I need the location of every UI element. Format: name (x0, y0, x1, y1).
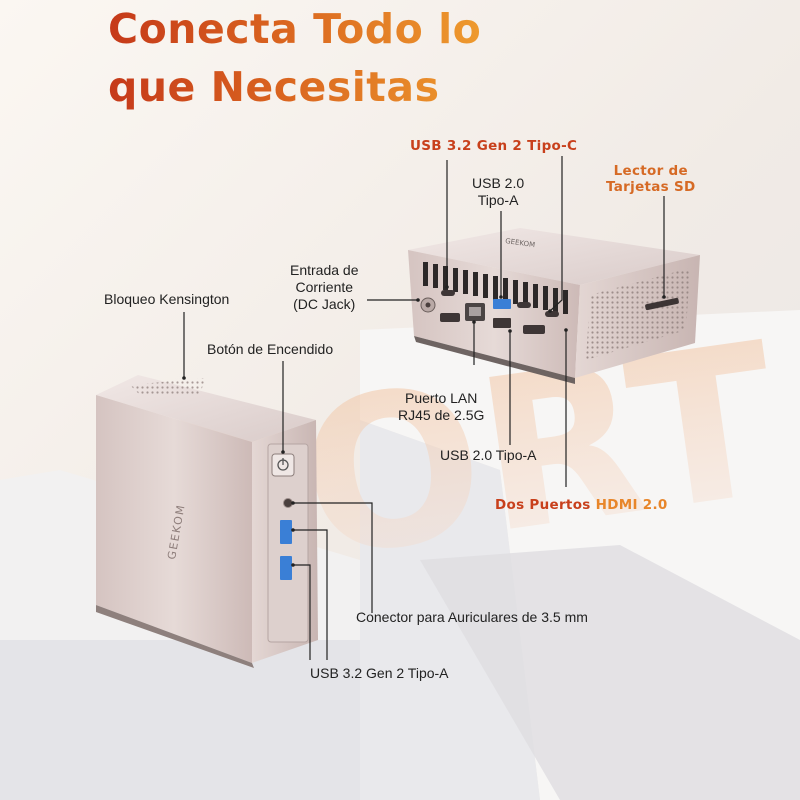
label-power-input: Entrada de Corriente (DC Jack) (290, 262, 359, 312)
label-power-button: Botón de Encendido (207, 341, 334, 357)
headphone-jack-icon (283, 498, 293, 508)
label-usb32-typea: USB 3.2 Gen 2 Tipo-A (310, 665, 449, 681)
usb3-front-port-icon-1 (280, 520, 292, 544)
hdmi-port-icon (440, 313, 460, 322)
headline: Conecta Todo lo que Necesitas (108, 0, 481, 116)
headline-line-2: que Necesitas (108, 63, 440, 111)
usb3-front-port-icon-2 (280, 556, 292, 580)
headline-line-1: Conecta Todo lo (108, 5, 482, 53)
usbc-port-icon (441, 290, 455, 296)
label-lan-port: Puerto LAN RJ45 de 2.5G (398, 390, 485, 423)
label-usb20-top: USB 2.0 Tipo-A (472, 175, 525, 208)
label-usb32-typec: USB 3.2 Gen 2 Tipo-C (410, 138, 578, 154)
usb2-port-icon (493, 318, 511, 328)
label-headphone-jack: Conector para Auriculares de 3.5 mm (356, 609, 588, 625)
usb3-port-icon (493, 299, 511, 309)
label-hdmi: Dos Puertos HDMI 2.0 (495, 497, 668, 513)
label-sd-reader: Lector de Tarjetas SD (606, 163, 696, 195)
label-usb20-bottom: USB 2.0 Tipo-A (440, 447, 537, 463)
sd-slot-icon (645, 297, 679, 311)
label-kensington: Bloqueo Kensington (104, 291, 230, 307)
